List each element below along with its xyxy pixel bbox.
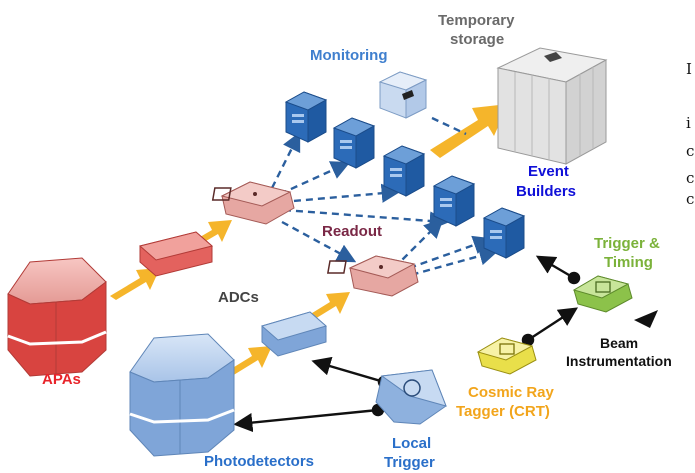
photodetectors-icon bbox=[129, 333, 235, 457]
apas-label: APAs bbox=[42, 371, 81, 388]
photodetectors-label: Photodetectors bbox=[204, 453, 314, 470]
event-builders-label-line2: Builders bbox=[516, 183, 576, 200]
crt-icon bbox=[476, 337, 537, 375]
readout-upper-icon bbox=[211, 181, 295, 225]
local-trigger-label-line2: Trigger bbox=[384, 454, 435, 471]
local-trigger-icon bbox=[375, 369, 447, 425]
crt-label-line1: Cosmic Ray bbox=[468, 384, 555, 401]
flow-arrows bbox=[110, 104, 508, 376]
server-cube-icon bbox=[284, 91, 328, 143]
beam-label-line2: Instrumentation bbox=[566, 353, 672, 369]
temporary-storage-label-line1: Temporary bbox=[438, 12, 515, 29]
readout-lower-icon bbox=[326, 255, 419, 297]
edge-text-fragment: c bbox=[686, 190, 694, 208]
server-cube-icon bbox=[382, 145, 426, 197]
local-trigger-label-line1: Local bbox=[392, 435, 431, 452]
edge-text-fragment: i bbox=[686, 114, 691, 132]
event-builder-cubes bbox=[284, 91, 526, 259]
flow-arrow-apa-to-adc bbox=[110, 268, 160, 300]
edge-text-fragment: I bbox=[686, 60, 692, 78]
temporary-storage-label-line2: storage bbox=[450, 31, 504, 48]
adc-red-block-icon bbox=[138, 231, 214, 277]
edge-text-fragment: c bbox=[686, 142, 694, 160]
flow-arrow-photo-to-adc bbox=[226, 346, 272, 376]
edge-text-fragment: c bbox=[686, 169, 694, 187]
readout-label: Readout bbox=[322, 223, 382, 240]
adcs-label: ADCs bbox=[218, 289, 259, 306]
server-cube-icon bbox=[482, 207, 526, 259]
beam-pointer-icon bbox=[634, 310, 658, 328]
server-cube-icon bbox=[432, 175, 476, 227]
trigger-timing-label-line1: Trigger & bbox=[594, 235, 660, 252]
event-builders-label-line1: Event bbox=[528, 163, 569, 180]
trigger-timing-icon bbox=[572, 275, 633, 313]
monitoring-icon bbox=[378, 71, 428, 119]
adc-blue-block-icon bbox=[260, 311, 328, 357]
monitoring-label: Monitoring bbox=[310, 47, 387, 64]
flow-arrow-to-storage bbox=[430, 104, 508, 158]
storage-rack-icon bbox=[496, 47, 608, 165]
beam-label-line1: Beam bbox=[600, 335, 638, 351]
trigger-timing-label-line2: Timing bbox=[604, 254, 653, 271]
trigger-links bbox=[233, 255, 581, 433]
server-cube-icon bbox=[332, 117, 376, 169]
crt-label-line2: Tagger (CRT) bbox=[456, 403, 550, 420]
flow-arrow-adc-to-readout-lower bbox=[304, 292, 350, 322]
apas-icon bbox=[7, 257, 107, 377]
